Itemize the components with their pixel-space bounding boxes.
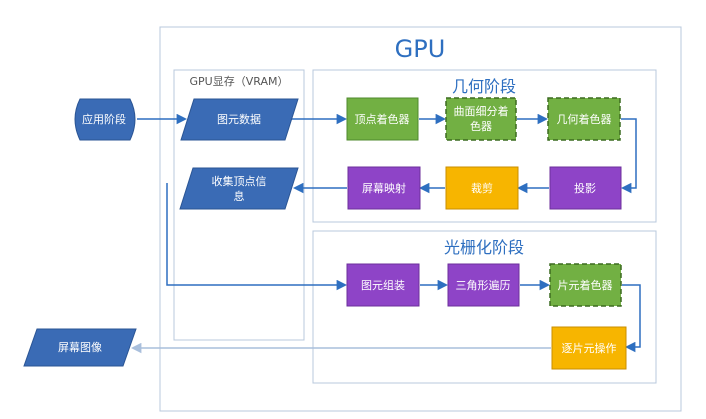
primitive-data-label: 图元数据 <box>217 112 261 126</box>
primitive-assembly-label: 图元组装 <box>361 278 405 292</box>
triangle-traversal-label: 三角形遍历 <box>456 279 511 292</box>
primitive-data-node: 图元数据 <box>180 98 299 141</box>
raster-stage-frame <box>312 230 657 384</box>
screen-image-label: 屏幕图像 <box>58 340 102 354</box>
gpu-title: GPU <box>395 35 446 63</box>
fragment-shader-label: 片元着色器 <box>558 278 613 292</box>
collect-vertex-info-node: 收集顶点信 息 <box>179 167 299 210</box>
projection-node: 投影 <box>549 166 622 210</box>
tessellation-shader-label-line1: 曲面细分着 <box>454 104 509 118</box>
screen-image-node: 屏幕图像 <box>23 328 137 367</box>
geometry-stage-frame <box>312 69 657 223</box>
collect-vertex-info-label-line2: 息 <box>234 189 245 203</box>
connector-fragment-to-per-fragment <box>622 284 641 353</box>
geometry-stage-title: 几何阶段 <box>452 77 516 96</box>
triangle-traversal-node: 三角形遍历 <box>447 263 520 307</box>
app-stage-node: 应用阶段 <box>74 98 136 141</box>
primitive-assembly-node: 图元组装 <box>346 263 420 307</box>
vertex-shader-label: 顶点着色器 <box>355 112 410 126</box>
vertex-shader-node: 顶点着色器 <box>346 97 419 141</box>
clipping-node: 裁剪 <box>445 166 519 210</box>
tessellation-shader-label-line2: 色器 <box>470 119 492 133</box>
geometry-shader-label: 几何着色器 <box>557 112 612 126</box>
connector-collect-to-primitive-assembly <box>166 183 348 291</box>
raster-stage-title: 光栅化阶段 <box>444 238 524 257</box>
per-fragment-ops-label: 逐片元操作 <box>562 341 617 355</box>
projection-label: 投影 <box>574 181 596 195</box>
tessellation-shader-node: 曲面细分着 色器 <box>445 97 517 141</box>
app-stage-label: 应用阶段 <box>82 112 126 126</box>
screen-mapping-node: 屏幕映射 <box>347 166 421 210</box>
geometry-shader-node: 几何着色器 <box>547 97 621 141</box>
clipping-label: 裁剪 <box>471 181 493 195</box>
per-fragment-ops-node: 逐片元操作 <box>551 326 627 370</box>
vram-frame <box>173 69 305 341</box>
connector-geometry-to-projection <box>620 118 637 194</box>
collect-vertex-info-label-line1: 收集顶点信 <box>212 174 267 188</box>
screen-mapping-label: 屏幕映射 <box>362 181 406 195</box>
vram-title: GPU显存（VRAM） <box>190 74 289 88</box>
fragment-shader-node: 片元着色器 <box>549 263 622 307</box>
